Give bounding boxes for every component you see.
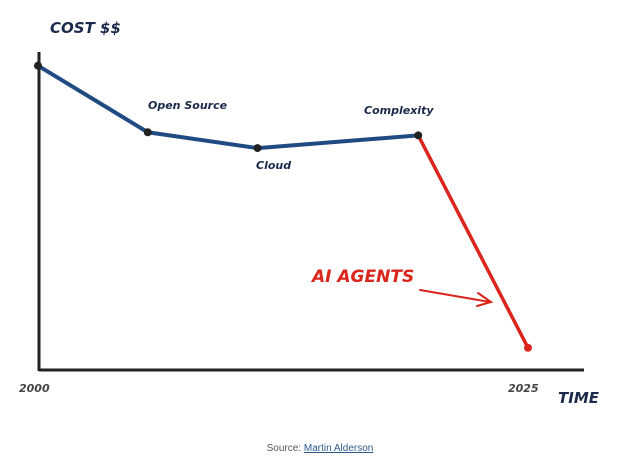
data-point <box>143 128 152 137</box>
data-point <box>34 61 42 70</box>
annotation-open-source: Open Source <box>148 99 228 112</box>
data-point <box>524 343 532 352</box>
x-tick-label-2025: 2025 <box>508 382 539 395</box>
series-line-1 <box>416 134 530 349</box>
data-point <box>414 131 423 140</box>
ai-agents-arrow <box>419 289 494 307</box>
annotation-complexity: Complexity <box>364 104 434 117</box>
series-line-0 <box>36 63 419 151</box>
annotation-cloud: Cloud <box>256 159 291 172</box>
cost-over-time-chart: COST $$ TIME 2000 2025 Open Source Cloud… <box>19 19 600 407</box>
x-tick-label-2000: 2000 <box>19 382 50 395</box>
annotation-ai-agents: AI AGENTS <box>310 267 414 287</box>
data-point <box>253 144 262 153</box>
source-caption: Source: Martin Alderson <box>0 443 640 454</box>
source-prefix: Source: <box>266 443 302 454</box>
y-axis-label: COST $$ <box>50 19 121 37</box>
source-link[interactable]: Martin Alderson <box>303 443 374 454</box>
x-axis-label: TIME <box>558 389 600 407</box>
